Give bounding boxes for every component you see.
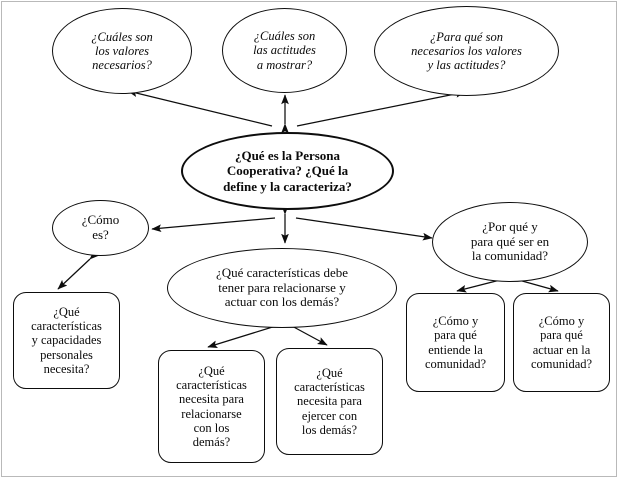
node-por-que-label: ¿Por qué y para qué ser en la comunidad? — [470, 218, 550, 264]
node-ejercer[interactable]: ¿Qué características necesita para ejerc… — [276, 348, 383, 455]
node-actuar-comunidad-label: ¿Cómo y para qué actuar en la comunidad? — [530, 314, 593, 371]
node-actuar-comunidad[interactable]: ¿Cómo y para qué actuar en la comunidad? — [513, 293, 610, 392]
node-actitudes-label: ¿Cuáles son las actitudes a mostrar? — [253, 29, 316, 72]
edge-center-por-que — [295, 217, 433, 241]
edge-center-valores — [127, 89, 273, 127]
node-valores-label: ¿Cuáles son los valores necesarios? — [91, 29, 153, 73]
node-center[interactable]: ¿Qué es la Persona Cooperativa? ¿Qué la … — [181, 132, 394, 210]
edge-como-es-capacidades — [57, 249, 100, 290]
node-capacidades-personales-label: ¿Qué características y capacidades perso… — [31, 304, 102, 376]
node-para-que-label: ¿Para qué son necesarios los valores y l… — [411, 29, 522, 73]
node-como-es[interactable]: ¿Cómo es? — [52, 200, 149, 256]
node-caracteristicas-debe-label: ¿Qué características debe tener para rel… — [215, 264, 349, 310]
node-relacionarse[interactable]: ¿Qué características necesita para relac… — [158, 350, 265, 463]
node-caracteristicas-debe[interactable]: ¿Qué características debe tener para rel… — [167, 248, 397, 328]
edge-caracteristicas-ejercer — [289, 324, 328, 346]
node-valores[interactable]: ¿Cuáles son los valores necesarios? — [52, 8, 192, 94]
node-capacidades-personales[interactable]: ¿Qué características y capacidades perso… — [13, 292, 120, 389]
edge-center-para-que — [296, 90, 466, 127]
node-actitudes[interactable]: ¿Cuáles son las actitudes a mostrar? — [222, 8, 347, 93]
node-por-que[interactable]: ¿Por qué y para qué ser en la comunidad? — [432, 202, 588, 282]
node-para-que[interactable]: ¿Para qué son necesarios los valores y l… — [374, 6, 559, 96]
node-center-label: ¿Qué es la Persona Cooperativa? ¿Qué la … — [223, 148, 352, 194]
node-ejercer-label: ¿Qué características necesita para ejerc… — [294, 365, 365, 437]
node-como-es-label: ¿Cómo es? — [81, 212, 120, 242]
node-entiende-comunidad[interactable]: ¿Cómo y para qué entiende la comunidad? — [406, 293, 505, 392]
edge-caracteristicas-relacionarse — [207, 324, 280, 348]
node-entiende-comunidad-label: ¿Cómo y para qué entiende la comunidad? — [424, 314, 487, 371]
edge-center-como-es — [151, 217, 276, 233]
node-relacionarse-label: ¿Qué características necesita para relac… — [176, 363, 247, 449]
